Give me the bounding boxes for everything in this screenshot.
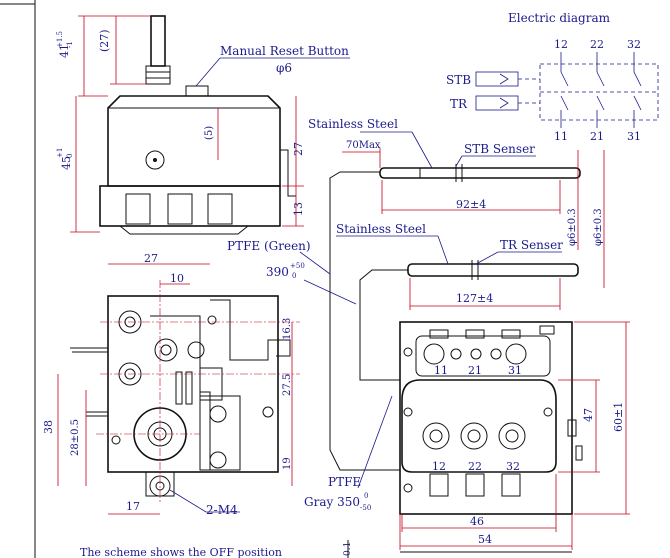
- dim-27-5: 27.5: [282, 374, 293, 396]
- gray-tol-bot: -50: [360, 504, 371, 512]
- plan-term-12: 12: [432, 460, 446, 473]
- terminal-slot-2: [167, 193, 193, 225]
- front-centerlines: [96, 280, 300, 504]
- len-390-tol-top: +50: [290, 262, 305, 270]
- plan-dims: [399, 321, 630, 550]
- dim-17: 17: [126, 500, 140, 513]
- stb-dims: [342, 148, 605, 288]
- dim-19: 19: [282, 457, 293, 470]
- plan-term-32: 32: [506, 460, 520, 473]
- shaft: [150, 15, 166, 67]
- dim-47: 47: [582, 408, 595, 422]
- gray-tol-top: 0: [364, 492, 368, 500]
- contact-arm: [199, 395, 241, 471]
- term-bot-31: 31: [627, 130, 641, 143]
- ptfe-green-label: PTFE (Green): [227, 239, 311, 253]
- tr-bulb: [407, 263, 579, 277]
- term-bot-11: 11: [554, 130, 568, 143]
- dim-10: 10: [170, 272, 184, 285]
- len-390: 390: [266, 265, 289, 279]
- electric-diagram-title: Electric diagram: [508, 11, 611, 25]
- term-bot-21: 21: [590, 130, 604, 143]
- housing-body: [107, 95, 281, 187]
- dim-41: 41: [58, 44, 71, 58]
- reset-button-stub: [185, 85, 209, 97]
- plan-term-21: 21: [468, 364, 482, 377]
- plan-term-22: 22: [468, 460, 482, 473]
- capillary-tr: [359, 298, 400, 381]
- stainless-steel-label-2: Stainless Steel: [336, 222, 426, 236]
- stb-bulb: [379, 167, 581, 179]
- switch-block: [199, 367, 223, 401]
- dim-phi6-b: φ6±0.3: [593, 208, 604, 246]
- body-hole: [145, 150, 165, 170]
- dim-27-paren: (27): [98, 29, 111, 52]
- stb-sensor: [329, 164, 581, 186]
- plan-outline: [399, 321, 573, 515]
- dim-92: 92±4: [456, 198, 486, 211]
- dim-16-3: 16.3: [282, 318, 293, 340]
- dim-70max: 70Max: [346, 140, 381, 151]
- dim-41-tol-top: +1.5: [56, 31, 64, 48]
- reset-lever: [210, 299, 291, 361]
- dim-phi6-a: φ6±0.3: [567, 208, 578, 246]
- dim-27-side: 27: [292, 142, 305, 156]
- side-view-dims: [70, 15, 304, 233]
- tr-label: TR: [450, 97, 468, 111]
- manual-reset-dia: φ6: [276, 61, 292, 75]
- screw-label: 2-M4: [206, 503, 238, 517]
- plan-upper-block: [415, 335, 551, 377]
- base-block: [99, 185, 281, 227]
- dim-45-tol-bot: 0: [66, 154, 74, 158]
- dim-41-tol-bot: -1: [66, 41, 74, 48]
- term-top-32: 32: [627, 38, 641, 51]
- ptfe-label: PTFE: [328, 475, 361, 489]
- stainless-steel-label-1: Stainless Steel: [308, 117, 398, 131]
- electric-diagram: Electric diagram 12 22 32 11 21 31 STB T…: [446, 11, 659, 143]
- dim-127: 127±4: [456, 292, 493, 305]
- side-view: [99, 15, 296, 235]
- len-390-tol-bot: 0: [292, 272, 296, 280]
- stb-symbol: [475, 71, 519, 87]
- screw-hole-3: [154, 338, 178, 362]
- plan-term-11: 11: [434, 364, 448, 377]
- side-lug: [280, 149, 296, 197]
- dim-45-tol-top: +1: [56, 148, 64, 158]
- dim-28: 28±0.5: [70, 419, 81, 456]
- plan-lower-block: [401, 379, 557, 473]
- diagram-frame: [539, 63, 659, 121]
- dim-46: 46: [470, 515, 484, 528]
- dim-5-paren: (5): [204, 126, 215, 140]
- screw-hole-4: [187, 341, 205, 359]
- dim-38: 38: [42, 420, 55, 434]
- capillary-stb: [329, 186, 400, 471]
- dim-60: 60±1: [612, 402, 625, 432]
- front-dims: [57, 263, 293, 515]
- tr-sensor: [359, 260, 579, 298]
- terminal-slot-1: [125, 193, 151, 225]
- stb-label: STB: [446, 73, 471, 87]
- plan-term-31: 31: [508, 364, 522, 377]
- front-view: [70, 295, 291, 497]
- manual-reset-label: Manual Reset Button: [220, 44, 349, 58]
- tr-symbol: [475, 95, 519, 111]
- dim-27-top: 27: [144, 252, 158, 265]
- dim-13: 13: [292, 202, 305, 216]
- footer-note: The scheme shows the OFF position: [80, 546, 282, 558]
- terminal-slot-3: [207, 193, 233, 225]
- reset-leader: [195, 57, 221, 87]
- dim-45: 45: [60, 156, 73, 170]
- plan-view: [399, 321, 583, 515]
- stb-senser-label: STB Senser: [464, 142, 535, 156]
- term-top-22: 22: [590, 38, 604, 51]
- shaft-collar: [145, 65, 171, 85]
- term-top-12: 12: [554, 38, 568, 51]
- tr-senser-label: TR Senser: [500, 238, 563, 252]
- gray-label: Gray 350: [304, 495, 360, 509]
- dim-54: 54: [478, 533, 492, 546]
- tr-dims: [409, 278, 561, 310]
